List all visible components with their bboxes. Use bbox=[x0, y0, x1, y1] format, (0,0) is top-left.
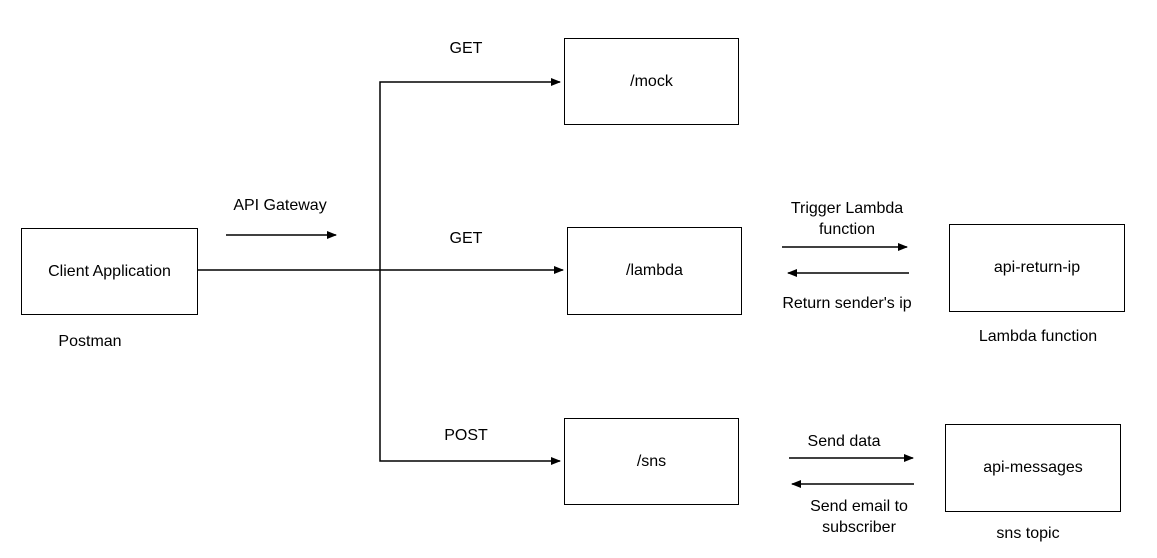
sns-topic-caption: sns topic bbox=[996, 525, 1060, 542]
api-messages-box: api-messages bbox=[945, 424, 1121, 512]
api-gateway-caption: API Gateway bbox=[233, 197, 327, 214]
mock-endpoint-label: /mock bbox=[630, 72, 673, 90]
postman-caption: Postman bbox=[58, 333, 122, 350]
post-sns-method: POST bbox=[444, 427, 488, 444]
send-data-caption: Send data bbox=[807, 433, 881, 450]
lambda-endpoint-label: /lambda bbox=[626, 262, 683, 279]
client-application-box: Client Application bbox=[21, 228, 198, 315]
api-return-ip-box: api-return-ip bbox=[949, 224, 1125, 312]
lambda-endpoint-box: /lambda bbox=[567, 227, 742, 315]
client-application-label: Client Application bbox=[48, 262, 171, 280]
branch-to-sns-arrow bbox=[379, 270, 561, 465]
mock-endpoint-box: /mock bbox=[564, 38, 739, 125]
api-return-ip-label: api-return-ip bbox=[993, 259, 1081, 276]
sns-endpoint-box: /sns bbox=[564, 418, 739, 505]
lambda-function-caption: Lambda function bbox=[978, 328, 1098, 345]
get-lambda-method: GET bbox=[449, 230, 483, 247]
api-messages-label: api-messages bbox=[983, 459, 1083, 476]
send-email-caption: Send email to subscriber bbox=[810, 498, 908, 536]
trigger-lambda-caption: Trigger Lambda function bbox=[790, 200, 904, 238]
return-ip-caption: Return sender's ip bbox=[782, 295, 912, 312]
sns-endpoint-label: /sns bbox=[636, 452, 667, 470]
branch-to-mock-arrow bbox=[379, 78, 561, 270]
get-mock-method: GET bbox=[449, 40, 483, 57]
